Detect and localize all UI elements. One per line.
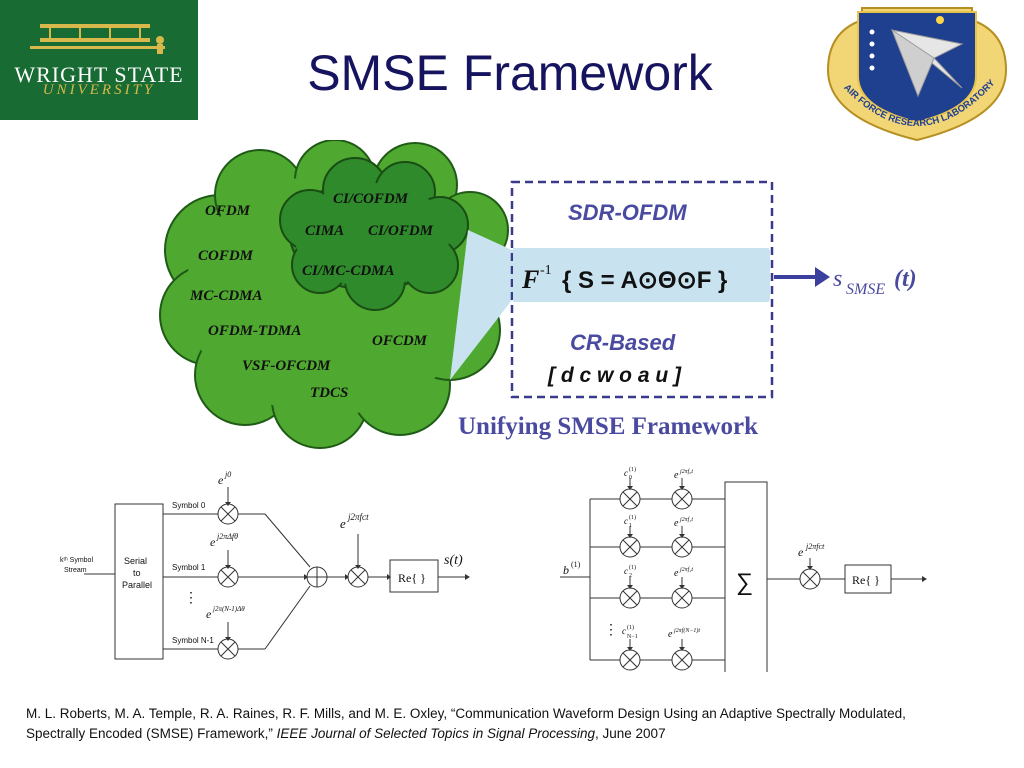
sp-line1: Serial: [124, 556, 147, 566]
c0-sub: 0: [629, 475, 632, 481]
carrier-sup: j2πfᴄt: [347, 512, 369, 522]
formula-body: { S = A⊙Θ⊙F }: [562, 267, 727, 294]
star-icons: [869, 29, 875, 71]
e0-sup: j2πf₀t: [679, 468, 693, 475]
wright-flyer-icon: [30, 24, 165, 54]
cn-label: c: [622, 626, 626, 636]
en-sup: j2πf(N−1)t: [673, 627, 700, 634]
logo-line2: UNIVERSITY: [42, 82, 156, 98]
cloud-item-vsf-ofcdm: VSF-OFCDM: [242, 358, 331, 374]
output-s: s: [833, 266, 842, 292]
formula-band: [513, 248, 769, 302]
carrier-sup: j2πfᴄt: [805, 542, 825, 551]
sp-line3: Parallel: [122, 580, 152, 590]
cr-based-label: CR-Based: [570, 330, 676, 355]
citation-line2: Spectrally Encoded (SMSE) Framework,” IE…: [26, 724, 1024, 744]
e1-base: e: [674, 518, 679, 529]
cr-params: [ d c w o a u ]: [547, 364, 682, 387]
cn-sup: (1): [627, 624, 634, 631]
expn-sup: j2π(N-1)Δθ: [212, 605, 245, 613]
ellipsis: ⋮: [604, 621, 618, 637]
input-b-sup: (1): [571, 560, 581, 569]
e1-sup: j2πf₁t: [679, 516, 693, 523]
citation: M. L. Roberts, M. A. Temple, R. A. Raine…: [26, 704, 1024, 744]
output-arrow: [774, 267, 830, 287]
input-label-1: kᵗʰ Symbol: [60, 557, 93, 564]
cloud-item-ofdm-tdma: OFDM-TDMA: [208, 323, 301, 339]
cloud-item-tdcs: TDCS: [310, 385, 348, 401]
ofdm-transmitter-diagram: kᵗʰ Symbol Stream Serial to Parallel Sym…: [60, 470, 470, 660]
afrl-shield-logo: AIR FORCE RESEARCH LABORATORY: [826, 7, 1008, 142]
c0-label: c: [624, 468, 628, 478]
cloud-item-ofdm: OFDM: [205, 203, 251, 219]
cloud-item-ci-cofdm: CI/COFDM: [333, 191, 409, 207]
e0-base: e: [674, 470, 679, 481]
exp0-sup: j0: [224, 470, 231, 479]
carrier-base: e: [340, 516, 346, 531]
cloud-item-ofcdm: OFCDM: [372, 333, 428, 349]
cloud-item-ci-ofdm: CI/OFDM: [368, 223, 434, 239]
formula-sup: -1: [540, 263, 552, 278]
re-label: Re{ }: [398, 571, 426, 585]
summation-box: [724, 481, 768, 672]
output-arg: (t): [894, 266, 917, 292]
c1-label: c: [624, 516, 628, 526]
symbol-0-label: Symbol 0: [172, 501, 206, 510]
c1-sub: 1: [629, 523, 632, 529]
cloud-item-mc-cdma: MC-CDMA: [189, 288, 263, 304]
symbol-n-label: Symbol N-1: [172, 636, 214, 645]
sigma-symbol: ∑: [736, 569, 753, 596]
citation-title-end: Spectrally Encoded (SMSE) Framework,”: [26, 726, 277, 741]
smse-cloud-diagram: OFDM COFDM MC-CDMA OFDM-TDMA VSF-OFCDM T…: [159, 140, 917, 449]
c2-sub: 2: [629, 573, 632, 579]
citation-journal: IEEE Journal of Selected Topics in Signa…: [276, 726, 596, 741]
input-label-2: Stream: [64, 567, 87, 574]
framework-caption: Unifying SMSE Framework: [458, 413, 758, 440]
serial-to-parallel-box: [114, 503, 164, 660]
cloud-item-cima: CIMA: [305, 223, 344, 239]
e2-sup: j2πf₂t: [679, 566, 693, 573]
sdr-ofdm-label: SDR-OFDM: [568, 200, 687, 225]
framework-dashed-box: [510, 180, 774, 399]
exp1-sup: j2πΔfθ: [216, 532, 238, 541]
citation-line1: M. L. Roberts, M. A. Temple, R. A. Raine…: [26, 706, 906, 721]
e2-base: e: [674, 568, 679, 579]
citation-date: , June 2007: [595, 726, 666, 741]
output-sub: SMSE: [846, 281, 885, 298]
wright-state-logo: WRIGHT STATE UNIVERSITY: [0, 0, 198, 120]
smse-transmitter-diagram: b (1) c 0 (1) c 1 (1) c 2 (1) c N−1 (1) …: [560, 466, 927, 672]
ellipsis: ⋮: [184, 589, 198, 605]
inner-cloud: [279, 157, 469, 311]
input-b: b: [563, 563, 569, 577]
cloud-item-cofdm: COFDM: [198, 248, 254, 264]
expn-base: e: [206, 607, 212, 621]
sp-line2: to: [133, 568, 141, 578]
page-title: SMSE Framework: [307, 45, 713, 101]
c2-label: c: [624, 566, 628, 576]
output-label: s(t): [444, 553, 463, 568]
carrier-base: e: [798, 545, 804, 559]
logo-line1: WRIGHT STATE: [14, 62, 184, 87]
formula-f: F: [521, 265, 539, 294]
exp0-base: e: [218, 473, 224, 487]
cn-sub: N−1: [627, 634, 638, 640]
re-label: Re{ }: [852, 573, 880, 587]
c1-sup: (1): [629, 514, 636, 521]
real-part-box: [389, 559, 439, 593]
cloud-item-ci-mc-cdma: CI/MC-CDMA: [302, 263, 395, 279]
exp1-base: e: [210, 535, 216, 549]
symbol-1-label: Symbol 1: [172, 563, 206, 572]
c0-sup: (1): [629, 466, 636, 473]
c2-sup: (1): [629, 564, 636, 571]
en-base: e: [668, 629, 673, 640]
